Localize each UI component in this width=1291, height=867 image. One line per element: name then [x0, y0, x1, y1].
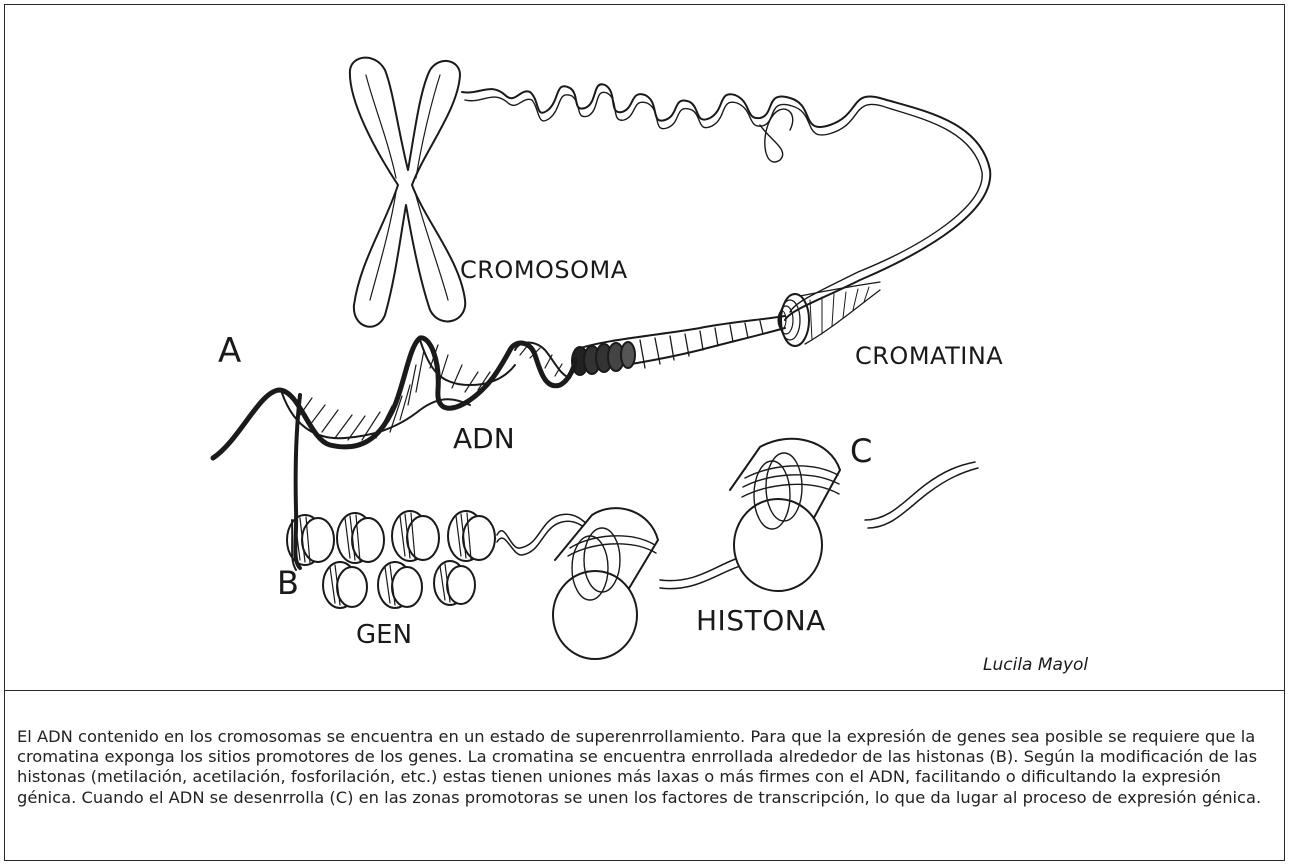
caption-divider — [4, 690, 1285, 691]
chromatin-illustration: CROMOSOMA CROMATINA A ADN C B GEN HISTON… — [0, 0, 1291, 690]
signature: Lucila Mayol — [983, 655, 1088, 675]
histone-cluster — [287, 511, 495, 608]
label-histona: HISTONA — [696, 604, 826, 637]
label-b: B — [277, 564, 299, 602]
chromatin-fiber — [462, 84, 990, 320]
solenoid-fiber — [572, 316, 785, 375]
label-a: A — [218, 331, 241, 371]
dna-helix — [213, 338, 575, 570]
label-adn: ADN — [453, 422, 515, 455]
figure-caption: El ADN contenido en los cromosomas se en… — [17, 727, 1279, 808]
chromatin-coil — [778, 282, 880, 346]
label-cromatina: CROMATINA — [855, 342, 1003, 370]
label-c: C — [850, 432, 872, 470]
chromosome-shape — [350, 58, 465, 327]
label-gen: GEN — [356, 620, 412, 650]
label-cromosoma: CROMOSOMA — [460, 256, 628, 284]
histone-large-1 — [553, 508, 658, 659]
histone-large-2 — [730, 439, 840, 591]
